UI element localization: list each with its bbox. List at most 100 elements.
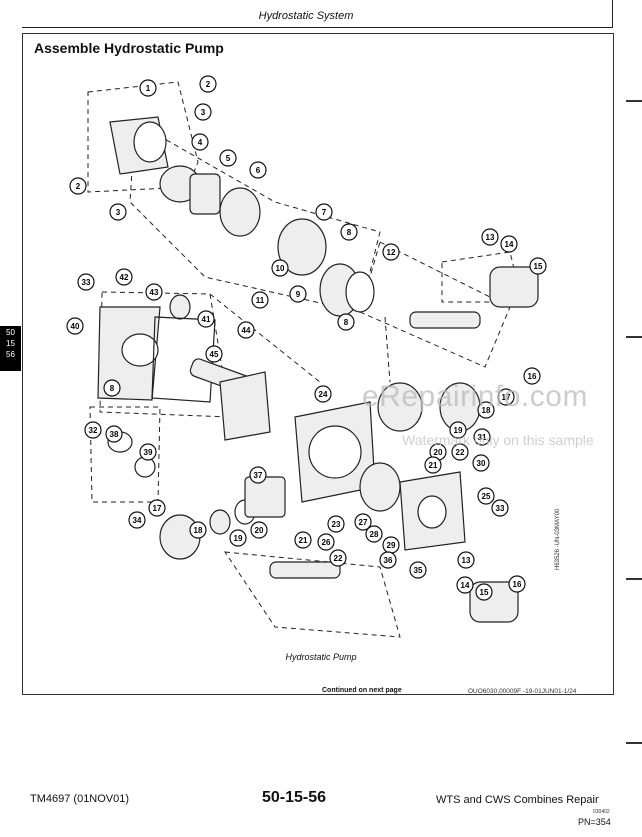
callout-number: 14	[505, 240, 514, 249]
bearing-plate	[377, 382, 423, 432]
callout-balloon	[337, 313, 355, 331]
callout-20: 20	[250, 521, 268, 539]
continued-note: Continued on next page	[322, 687, 402, 694]
callout-balloon	[148, 499, 166, 517]
callout-4: 4	[191, 133, 209, 151]
callout-number: 22	[456, 448, 465, 457]
callout-number: 20	[255, 526, 264, 535]
callout-balloon	[205, 345, 223, 363]
callout-balloon	[354, 513, 372, 531]
callout-43: 43	[145, 283, 163, 301]
callout-number: 31	[478, 433, 487, 442]
callout-39: 39	[139, 443, 157, 461]
callout-number: 27	[359, 518, 368, 527]
callout-balloon	[340, 223, 358, 241]
callout-balloon	[329, 549, 347, 567]
callout-37: 37	[249, 466, 267, 484]
callout-22: 22	[329, 549, 347, 567]
callout-number: 18	[194, 526, 203, 535]
callout-number: 22	[334, 554, 343, 563]
callout-5: 5	[219, 149, 237, 167]
callout-16: 16	[508, 575, 526, 593]
callout-balloon	[250, 521, 268, 539]
callout-balloon	[473, 428, 491, 446]
charge-pump	[219, 371, 271, 441]
callout-balloon	[317, 533, 335, 551]
callout-number: 24	[319, 390, 328, 399]
callout-number: 23	[332, 520, 341, 529]
callout-number: 37	[254, 471, 263, 480]
control-spool-lower	[269, 561, 341, 579]
callout-balloon	[379, 551, 397, 569]
callout-number: 6	[256, 166, 261, 175]
callout-number: 26	[322, 538, 331, 547]
callout-number: 33	[82, 278, 91, 287]
callout-38: 38	[105, 425, 123, 443]
callout-44: 44	[237, 321, 255, 339]
callout-balloon	[529, 257, 547, 275]
callout-balloon	[109, 203, 127, 221]
callout-9: 9	[289, 285, 307, 303]
callout-32: 32	[84, 421, 102, 439]
callout-1: 1	[139, 79, 157, 97]
callout-8: 8	[337, 313, 355, 331]
callout-number: 12	[387, 248, 396, 257]
callout-balloon	[382, 243, 400, 261]
footer-pn: PN=354	[578, 817, 611, 827]
callout-number: 20	[434, 448, 443, 457]
callout-33: 33	[77, 273, 95, 291]
callout-number: 13	[462, 556, 471, 565]
callout-number: 17	[502, 393, 511, 402]
callout-number: 15	[480, 588, 489, 597]
callout-balloon	[251, 291, 269, 309]
seal	[209, 509, 231, 535]
callout-number: 40	[71, 322, 80, 331]
watermark-text: eRepairinfo.com	[362, 380, 588, 413]
callout-29: 29	[382, 536, 400, 554]
content-frame	[22, 33, 614, 695]
callout-16: 16	[523, 367, 541, 385]
callout-21: 21	[294, 531, 312, 549]
callout-number: 7	[322, 208, 327, 217]
callout-balloon	[457, 551, 475, 569]
callout-17: 17	[148, 499, 166, 517]
pump-parts	[97, 116, 539, 623]
callout-number: 19	[234, 534, 243, 543]
retainer-plate	[219, 187, 261, 237]
cylinder-block	[277, 218, 327, 276]
callout-balloon	[289, 285, 307, 303]
callout-number: 18	[482, 406, 491, 415]
callout-33: 33	[491, 499, 509, 517]
callout-number: 8	[344, 318, 349, 327]
callout-balloon	[219, 149, 237, 167]
callout-40: 40	[66, 317, 84, 335]
callout-balloon	[497, 388, 515, 406]
callout-number: 33	[496, 504, 505, 513]
callout-34: 34	[128, 511, 146, 529]
callout-2: 2	[69, 177, 87, 195]
callout-number: 21	[299, 536, 308, 545]
callout-balloon	[66, 317, 84, 335]
callout-18: 18	[189, 521, 207, 539]
callout-23: 23	[327, 515, 345, 533]
callout-balloon	[365, 525, 383, 543]
callout-11: 11	[251, 291, 269, 309]
callout-balloon	[194, 103, 212, 121]
callout-balloon	[189, 521, 207, 539]
callout-3: 3	[194, 103, 212, 121]
callout-15: 15	[475, 583, 493, 601]
section-tab-line-1: 50	[6, 328, 15, 337]
callout-22: 22	[451, 443, 469, 461]
callout-balloon	[449, 421, 467, 439]
callout-balloon	[249, 466, 267, 484]
callout-number: 15	[534, 262, 543, 271]
callout-balloon	[69, 177, 87, 195]
figure-caption: Hydrostatic Pump	[285, 652, 357, 662]
callout-21: 21	[424, 456, 442, 474]
callout-number: 44	[242, 326, 251, 335]
watermark-subtext: Watermark only on this sample	[402, 432, 594, 448]
callout-balloon	[77, 273, 95, 291]
callout-number: 45	[210, 350, 219, 359]
callout-balloon	[315, 203, 333, 221]
callout-balloon	[314, 385, 332, 403]
